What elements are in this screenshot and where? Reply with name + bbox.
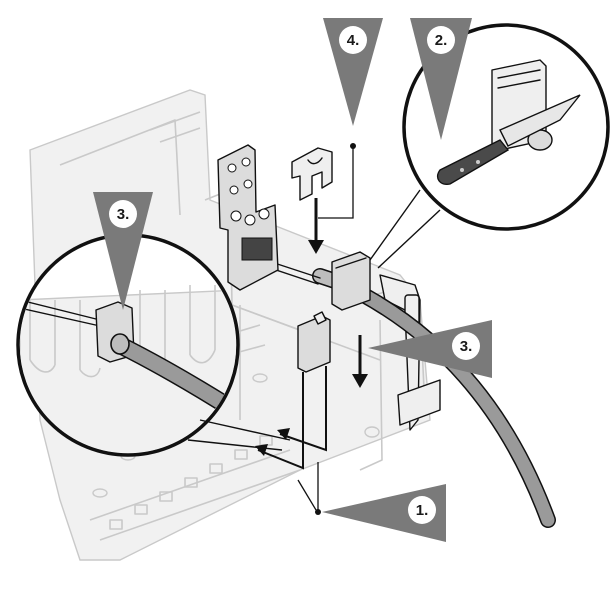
housing-slots	[109, 435, 273, 530]
step-3-right-flag: 3.	[368, 320, 492, 378]
step-1-flag: 1.	[322, 484, 446, 542]
insertion-guides	[255, 366, 327, 515]
strain-relief	[331, 251, 371, 311]
cable-clip-icon	[291, 147, 333, 201]
step-3-right-label: 3.	[460, 338, 473, 355]
step-3-left-flag: 3.	[93, 192, 153, 310]
step-4-flag: 4.	[323, 18, 383, 126]
step-3-left-label: 3.	[117, 206, 130, 223]
step-1-label: 1.	[416, 502, 429, 519]
knife-icon	[436, 94, 581, 185]
detail-circle-right	[369, 23, 610, 269]
step-2-label: 2.	[435, 32, 448, 49]
step-4-label: 4.	[347, 32, 360, 49]
connector-plug	[297, 311, 331, 373]
arrow-down-icon	[308, 143, 356, 254]
detail-circle-left	[16, 233, 291, 457]
arrow-down-right-icon	[352, 335, 368, 388]
step-2-flag: 2.	[410, 18, 472, 140]
terminal-block-icon	[217, 144, 279, 291]
